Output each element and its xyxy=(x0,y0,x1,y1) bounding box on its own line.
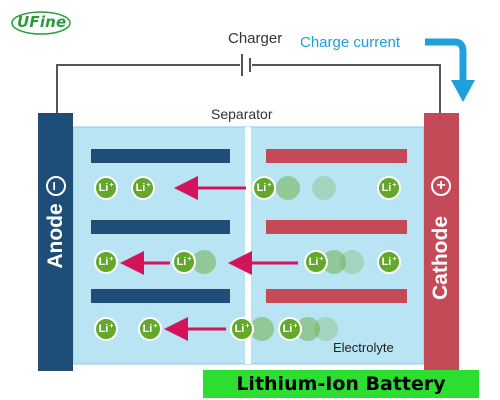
cathode-label: Cathode xyxy=(429,216,452,300)
title-banner: Lithium-Ion Battery xyxy=(203,370,479,398)
lithium-ion-icon: Li+ xyxy=(377,250,401,274)
charger-symbol-icon xyxy=(241,54,251,76)
lithium-ion-trail xyxy=(312,176,336,200)
lithium-ion-icon: Li+ xyxy=(230,317,254,341)
page-title: Lithium-Ion Battery xyxy=(236,373,446,395)
lithium-ion-icon: Li+ xyxy=(94,250,118,274)
charge-current-arrowhead xyxy=(451,80,475,102)
lithium-ion-trail xyxy=(314,317,338,341)
anode-label: Anode xyxy=(44,203,67,269)
lithium-ion-icon: Li+ xyxy=(278,317,302,341)
lithium-ion-trail xyxy=(340,250,364,274)
anode-plate xyxy=(91,149,230,163)
anode-plate xyxy=(91,220,230,234)
lithium-ion-icon: Li+ xyxy=(94,317,118,341)
lithium-ion-icon: Li+ xyxy=(94,176,118,200)
ufine-logo-icon xyxy=(11,11,71,35)
lithium-ion-icon: Li+ xyxy=(252,176,276,200)
charge-current-label: Charge current xyxy=(300,34,401,51)
lithium-ion-icon: Li+ xyxy=(304,250,328,274)
lithium-ion-icon: Li+ xyxy=(172,250,196,274)
lithium-ion-icon: Li+ xyxy=(377,176,401,200)
logo-text: UFine xyxy=(17,13,67,31)
circuit-wire xyxy=(56,64,441,113)
anode-plate xyxy=(91,289,230,303)
charge-current-arrow xyxy=(425,38,467,82)
lithium-ion-trail xyxy=(276,176,300,200)
lithium-ion-icon: Li+ xyxy=(131,176,155,200)
lithium-ion-trail xyxy=(192,250,216,274)
electrolyte-label: Electrolyte xyxy=(333,340,394,355)
anode-electrode xyxy=(38,113,73,371)
cathode-plate xyxy=(266,289,407,303)
separator-label: Separator xyxy=(211,106,273,122)
lithium-ion-icon: Li+ xyxy=(138,317,162,341)
charger-label: Charger xyxy=(228,30,283,47)
cathode-plate xyxy=(266,149,407,163)
cathode-plate xyxy=(266,220,407,234)
lithium-ion-trail xyxy=(250,317,274,341)
anode-sign-icon: − xyxy=(46,176,66,196)
cathode-electrode xyxy=(424,113,459,371)
cathode-sign-icon: + xyxy=(431,176,451,196)
separator xyxy=(245,127,251,364)
